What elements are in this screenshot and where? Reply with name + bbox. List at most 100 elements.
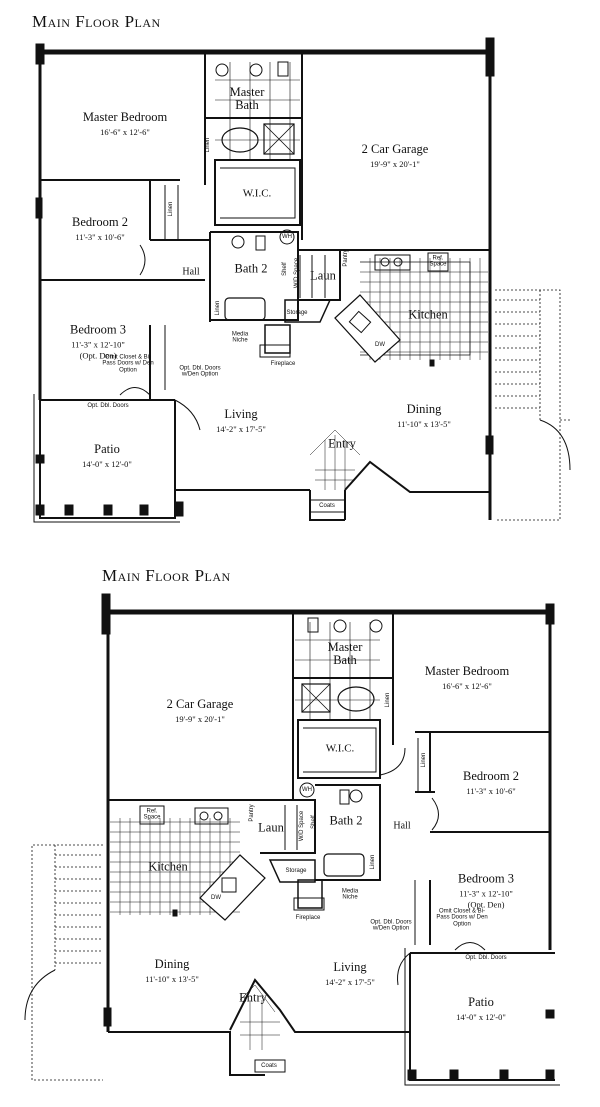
opt-dbl-doors-den-note: Opt. Dbl. Doors w/Den Option: [179, 365, 221, 378]
room-name: Bath 2: [234, 261, 268, 276]
omit-closet-note: Omit Closet & Bi-Pass Doors w/ Den Optio…: [436, 908, 488, 928]
dishwasher-label: DW: [211, 894, 221, 901]
coats-label: Coats: [261, 1062, 277, 1069]
omit-closet-note: Omit Closet & Bi-Pass Doors w/ Den Optio…: [102, 354, 154, 374]
room-name: Master Bath: [327, 639, 363, 667]
room-name: Patio: [94, 442, 120, 457]
room-name: Bath 2: [329, 813, 363, 828]
room-laundry: Laun: [310, 268, 336, 285]
ref-space-label: Ref. Space: [143, 808, 161, 821]
linen-label: Linen: [204, 137, 211, 153]
room-master-bath: Master Bath: [225, 84, 269, 112]
room-entry: Entry: [239, 990, 267, 1007]
room-dims: 11'-3" x 12'-10": [459, 888, 513, 899]
room-dims: 14'-2" x 17'-5": [216, 423, 266, 434]
room-dining: Dining 11'-10" x 13'-5": [145, 956, 199, 984]
room-bedroom-3: Bedroom 3 11'-3" x 12'-10" (Opt. Den): [458, 871, 514, 910]
opt-dbl-doors-note: Opt. Dbl. Doors: [465, 954, 507, 961]
room-kitchen: Kitchen: [408, 307, 448, 324]
room-name: Kitchen: [148, 859, 188, 874]
room-dims: 19'-9" x 20'-1": [175, 713, 225, 724]
room-dims: 16'-6" x 12'-6": [442, 680, 492, 691]
room-dims: 11'-3" x 10'-6": [466, 785, 516, 796]
fireplace-label: Fireplace: [295, 914, 321, 921]
room-name: Bedroom 3: [70, 322, 126, 337]
room-dims: 14'-0" x 12'-0": [456, 1011, 506, 1022]
room-wic: W.I.C.: [243, 185, 272, 202]
room-name: Living: [224, 407, 258, 422]
room-bedroom-2: Bedroom 2 11'-3" x 10'-6": [463, 768, 519, 796]
room-name: Dining: [406, 402, 442, 417]
room-wic: W.I.C.: [326, 740, 355, 757]
room-name: W.I.C.: [325, 742, 355, 755]
room-name: Hall: [182, 266, 200, 278]
room-name: Laun: [310, 268, 336, 283]
room-laundry: Laun: [258, 820, 284, 837]
room-dims: 11'-3" x 12'-10": [71, 339, 125, 350]
room-name: Dining: [154, 957, 190, 972]
room-dims: 11'-3" x 10'-6": [75, 231, 125, 242]
room-name: 2 Car Garage: [166, 697, 234, 712]
room-name: Entry: [328, 436, 356, 451]
room-name: 2 Car Garage: [361, 142, 429, 157]
room-patio: Patio 14'-0" x 12'-0": [456, 994, 506, 1022]
room-name: Entry: [239, 990, 267, 1005]
room-name: Bedroom 2: [72, 215, 128, 230]
room-note: (Opt. Den): [467, 899, 505, 910]
linen-label: Linen: [369, 854, 376, 870]
media-niche-label: Media Niche: [341, 888, 359, 901]
linen-label: Linen: [214, 300, 221, 316]
room-living: Living 14'-2" x 17'-5": [325, 959, 375, 987]
linen-label: Linen: [384, 692, 391, 708]
room-name: Kitchen: [408, 307, 448, 322]
floor-plan-drawing: [24, 593, 560, 1086]
room-name: Hall: [393, 820, 411, 832]
room-hall: Hall: [393, 817, 410, 834]
pantry-label: Pantry: [248, 804, 255, 822]
plan-title: Main Floor Plan: [32, 12, 161, 31]
room-name: Master Bedroom: [82, 110, 168, 125]
room-dims: 14'-2" x 17'-5": [325, 976, 375, 987]
room-name: Laun: [258, 820, 284, 835]
shelf-label: Shelf: [281, 262, 288, 276]
floor-plan-drawing: [33, 37, 571, 523]
opt-dbl-doors-note: Opt. Dbl. Doors: [87, 402, 129, 409]
room-living: Living 14'-2" x 17'-5": [216, 406, 266, 434]
room-name: Master Bath: [229, 84, 265, 112]
floor-plan-top: Main Floor Plan: [0, 0, 600, 545]
room-dims: 19'-9" x 20'-1": [370, 158, 420, 169]
room-dims: 14'-0" x 12'-0": [82, 458, 132, 469]
dishwasher-label: DW: [375, 341, 385, 348]
room-name: Master Bedroom: [424, 664, 510, 679]
plan-title: Main Floor Plan: [102, 566, 231, 585]
room-dims: 11'-10" x 13'-5": [145, 973, 199, 984]
room-garage: 2 Car Garage 19'-9" x 20'-1": [167, 696, 234, 724]
linen-label: Linen: [167, 201, 174, 217]
room-bath-2: Bath 2: [235, 261, 268, 278]
room-name: Bedroom 2: [463, 769, 519, 784]
water-heater-label: WH: [302, 786, 312, 793]
room-name: W.I.C.: [242, 187, 272, 200]
fireplace-label: Fireplace: [270, 360, 296, 367]
opt-dbl-doors-den-note: Opt. Dbl. Doors w/Den Option: [370, 919, 412, 932]
room-kitchen: Kitchen: [148, 859, 188, 876]
room-hall: Hall: [182, 263, 199, 280]
storage-label: Storage: [286, 309, 308, 316]
pantry-label: Pantry: [342, 249, 349, 267]
ref-space-label: Ref. Space: [429, 255, 447, 268]
water-heater-label: WH: [282, 233, 292, 240]
storage-label: Storage: [285, 867, 307, 874]
media-niche-label: Media Niche: [231, 331, 249, 344]
room-garage: 2 Car Garage 19'-9" x 20'-1": [362, 141, 429, 169]
room-bedroom-3: Bedroom 3 11'-3" x 12'-10" (Opt. Den): [70, 322, 126, 361]
room-bedroom-2: Bedroom 2 11'-3" x 10'-6": [72, 214, 128, 242]
room-patio: Patio 14'-0" x 12'-0": [82, 441, 132, 469]
room-name: Living: [333, 960, 367, 975]
room-master-bath: Master Bath: [323, 639, 367, 667]
room-note: (Opt. Den): [79, 350, 117, 361]
room-name: Bedroom 3: [458, 871, 514, 886]
room-master-bedroom: Master Bedroom 16'-6" x 12'-6": [83, 109, 167, 137]
room-entry: Entry: [328, 436, 356, 453]
room-master-bedroom: Master Bedroom 16'-6" x 12'-6": [425, 663, 509, 691]
floor-plan-bottom: Main Floor Plan: [0, 560, 600, 1105]
